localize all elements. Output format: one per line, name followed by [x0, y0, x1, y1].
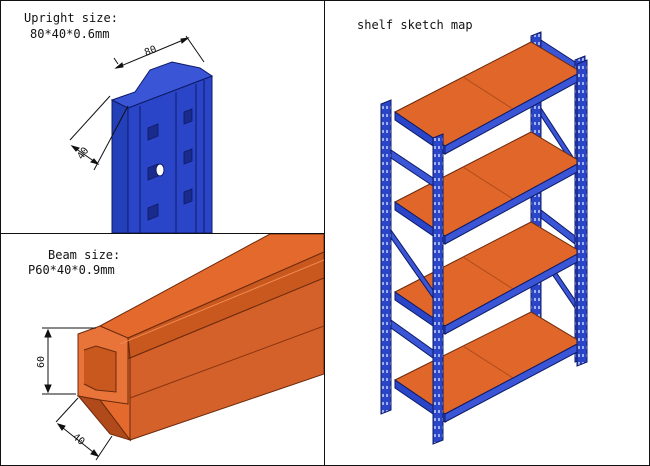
shelf-decks [394, 41, 583, 423]
upright-drawing: 80 40 [69, 35, 214, 233]
shelf-front-braces [390, 149, 434, 359]
shelf-front-uprights [380, 59, 588, 445]
upright-dim-80-label: 80 [143, 44, 158, 59]
beam-profile [76, 234, 324, 442]
shelf-title: shelf sketch map [357, 18, 473, 32]
shelf-panel: shelf sketch map [325, 0, 649, 466]
upright-dim-40 [69, 95, 129, 171]
shelf-drawing [380, 31, 588, 445]
beam-title: Beam size: [48, 248, 121, 262]
shelf-deck-1 [394, 41, 583, 155]
beam-panel: Beam size: P60*40*0.9mm [0, 234, 324, 466]
upright-panel: Upright size: 80*40*0.6mm [0, 0, 324, 233]
upright-spec: 80*40*0.6mm [30, 27, 110, 41]
beam-dim-60 [42, 327, 96, 395]
beam-drawing: 60 40 [36, 234, 324, 461]
shelf-deck-4 [394, 311, 583, 423]
upright-dim-80 [113, 35, 205, 69]
upright-column [110, 61, 214, 233]
beam-dim-60-label: 60 [36, 356, 47, 368]
beam-spec: P60*40*0.9mm [28, 263, 115, 277]
beam-dim-40 [55, 397, 113, 461]
upright-title: Upright size: [24, 11, 118, 25]
